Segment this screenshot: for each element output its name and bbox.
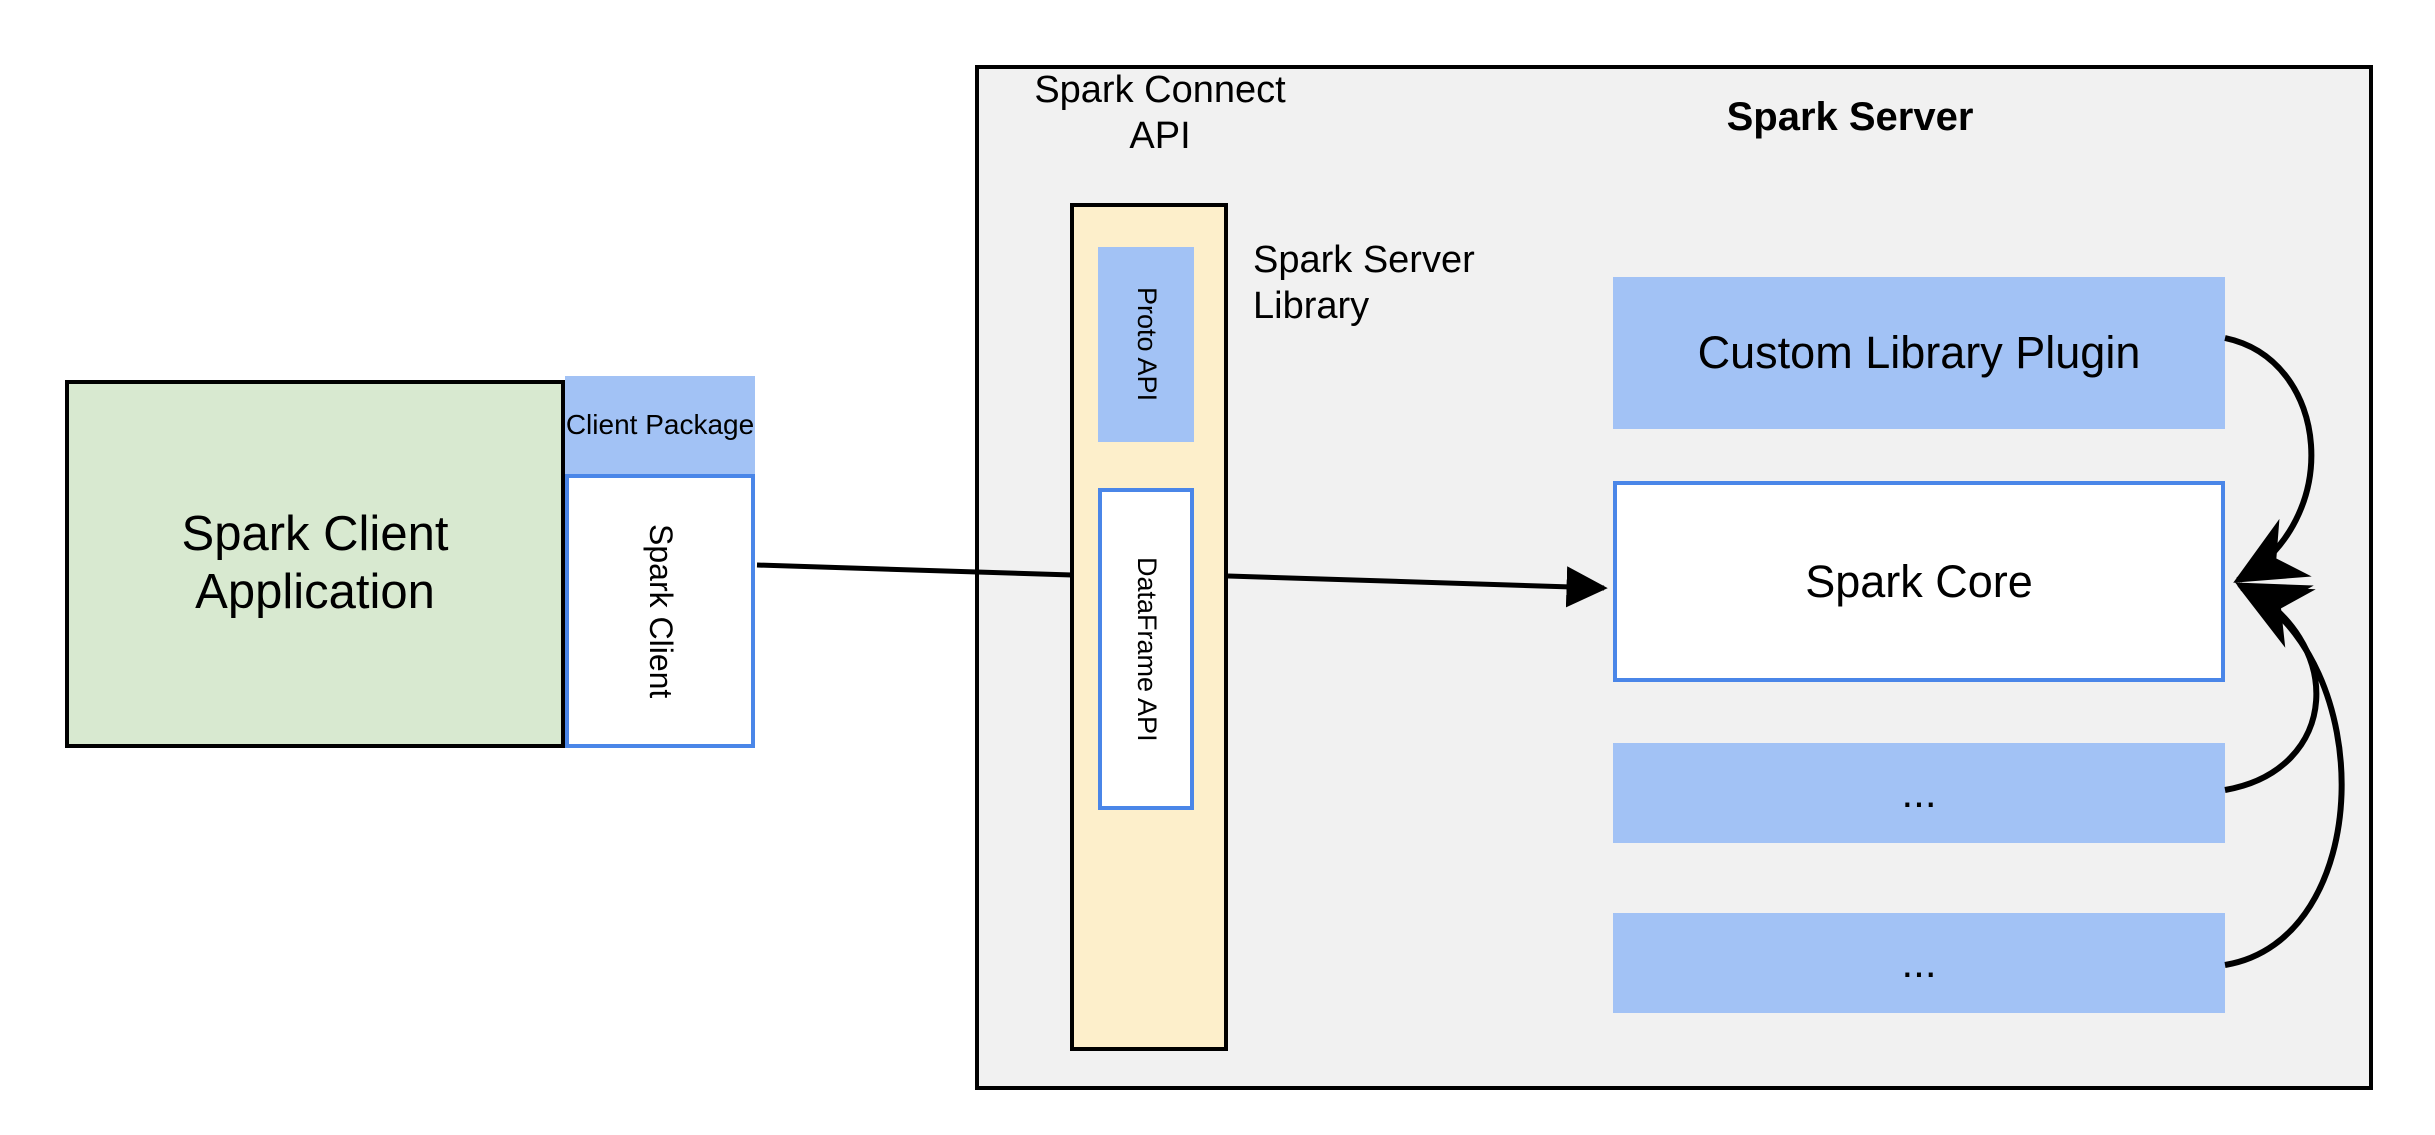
placeholder-component-1[interactable]: ...: [1613, 743, 2225, 843]
dataframe-api-label: DataFrame API: [1131, 556, 1162, 742]
proto-api-box[interactable]: Proto API: [1098, 247, 1194, 442]
spark-client-application-box[interactable]: Spark Client Application: [65, 380, 565, 748]
spark-client-label: Spark Client: [642, 523, 679, 699]
spark-client-box[interactable]: Spark Client: [565, 474, 755, 748]
spark-server-library-label: Spark Server Library: [1253, 239, 1475, 327]
client-package-box[interactable]: Client Package: [565, 376, 755, 474]
custom-library-plugin-box[interactable]: Custom Library Plugin: [1613, 277, 2225, 429]
dataframe-api-box[interactable]: DataFrame API: [1098, 488, 1194, 810]
proto-api-label: Proto API: [1131, 287, 1162, 402]
spark-server-title: Spark Server: [1726, 95, 1974, 139]
placeholder-component-2[interactable]: ...: [1613, 913, 2225, 1013]
spark-core-box[interactable]: Spark Core: [1613, 481, 2225, 682]
spark-connect-api-label: Spark Connect API: [1034, 69, 1286, 157]
